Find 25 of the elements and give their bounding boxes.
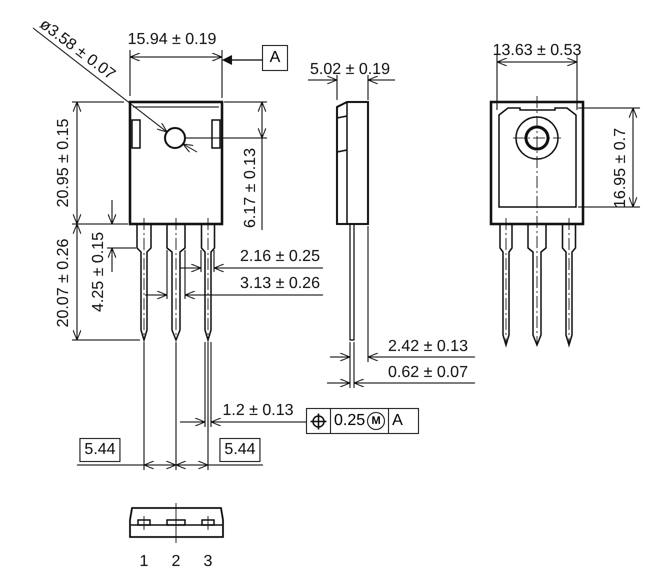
datum-leader bbox=[222, 55, 262, 65]
dimension-value: 13.63 ± 0.53 bbox=[492, 43, 582, 59]
dimension-value: 15.94 ± 0.19 bbox=[128, 32, 216, 48]
dimension-value: 20.07 ± 0.26 bbox=[56, 238, 72, 328]
dimension-value: 5.02 ± 0.19 bbox=[310, 62, 390, 78]
dimension-value: 6.17 ± 0.13 bbox=[243, 148, 259, 228]
dimension-value: 1.2 ± 0.13 bbox=[222, 403, 294, 419]
datum-label: A bbox=[262, 45, 288, 71]
basic-dimension: 5.44 bbox=[219, 438, 261, 462]
pin-number: 1 bbox=[140, 554, 148, 570]
dimension-value: 2.42 ± 0.13 bbox=[388, 339, 468, 355]
feature-control-frame bbox=[306, 408, 419, 434]
tolerance-value: 0.25 bbox=[334, 413, 366, 429]
dimension-value: 16.95 ± 0.7 bbox=[613, 128, 629, 208]
dimension-value: 4.25 ± 0.15 bbox=[91, 232, 107, 312]
modifier-symbol: M bbox=[367, 412, 386, 430]
dimension-value: 3.13 ± 0.26 bbox=[240, 276, 320, 292]
leader-line bbox=[210, 418, 306, 426]
pin-number: 2 bbox=[172, 554, 180, 570]
dimension-value: 2.16 ± 0.25 bbox=[240, 249, 320, 265]
basic-dimension: 5.44 bbox=[79, 438, 121, 462]
dimension-value: 0.62 ± 0.07 bbox=[388, 365, 468, 381]
datum-reference: A bbox=[392, 413, 403, 429]
dimension-value: 20.95 ± 0.15 bbox=[56, 118, 72, 208]
pin-number: 3 bbox=[204, 554, 212, 570]
